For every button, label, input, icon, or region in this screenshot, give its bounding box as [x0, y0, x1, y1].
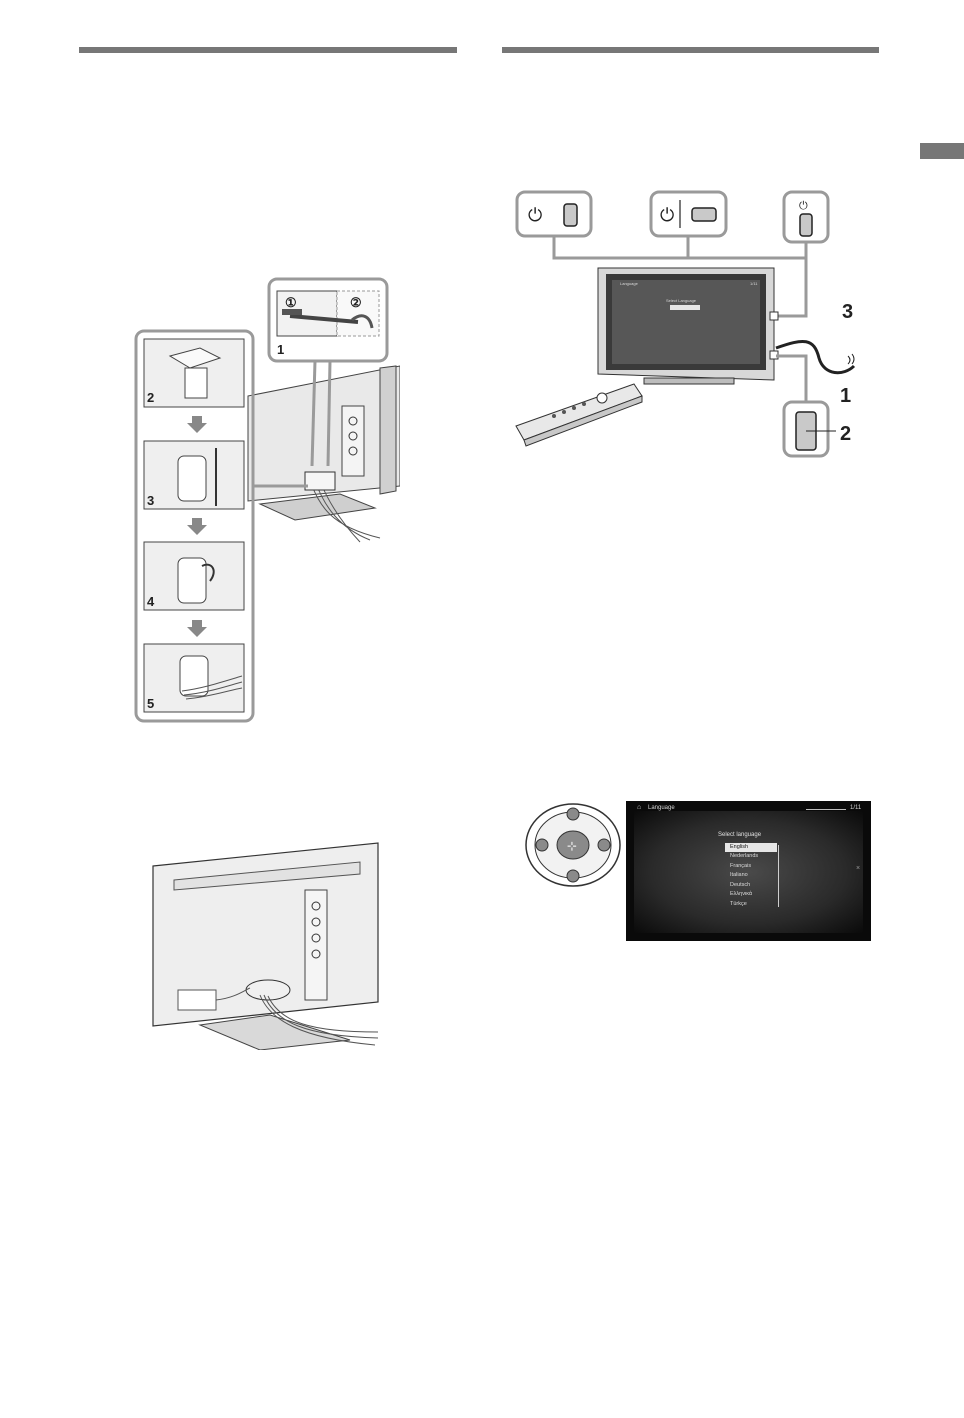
- step-1-pointer-b: [326, 360, 332, 467]
- power-icon: ⏻: [660, 205, 674, 226]
- power-switch-a: [563, 203, 578, 227]
- osd-side-mark: ×: [856, 865, 861, 872]
- step-1-pointer: [310, 360, 317, 467]
- arrow-down-icon: [187, 416, 207, 433]
- tv-front: Language 1/11 Select Language: [597, 267, 779, 385]
- left-header-rule: [79, 47, 457, 53]
- language-list-scrollbar[interactable]: [778, 845, 779, 907]
- right-header-rule: [502, 47, 879, 53]
- power-switch-c: [799, 213, 813, 237]
- step-3-label: 3: [147, 493, 154, 508]
- tv-back-partial: [247, 365, 400, 543]
- language-option[interactable]: Français: [730, 862, 752, 869]
- step-2-label: 2: [147, 390, 154, 405]
- language-option[interactable]: Nederlands: [730, 853, 759, 859]
- left-arrow-icon: [535, 838, 549, 852]
- tv-rear-illustration: [152, 842, 379, 1050]
- circled-1-label: ①: [285, 295, 297, 310]
- language-osd-screen: ⌂ Language 1/11 Select language English …: [626, 801, 871, 941]
- power-switch-b: [691, 207, 717, 222]
- circled-2-label: ②: [350, 295, 362, 310]
- cable-holder-illustration: ① ② 1 2 3 4 5: [134, 277, 400, 723]
- callout-1-label: 1: [840, 385, 851, 407]
- language-icon: ⌂: [637, 804, 642, 811]
- step-1-detail: ① ② 1: [276, 290, 380, 357]
- language-list: English Nederlands Français Italiano Deu…: [725, 843, 777, 909]
- right-arrow-icon: [597, 838, 611, 852]
- step-2-panel: 2: [143, 338, 245, 408]
- switch-connector: [552, 236, 808, 260]
- callout-2-label: 2: [840, 423, 851, 445]
- step-5-label: 5: [147, 696, 154, 711]
- osd-header: Language: [648, 805, 675, 811]
- step-1-label: 1: [277, 342, 284, 357]
- section-edge-tab: [920, 143, 964, 159]
- callout-3-line: [776, 258, 808, 318]
- osd-prompt: Select language: [718, 832, 762, 838]
- osd-header-row: ⌂ Language 1/11: [634, 804, 864, 814]
- up-arrow-icon: [566, 807, 580, 821]
- power-icon: ⏻: [799, 199, 808, 212]
- power-on-illustration: ⏻ ⏻ ⏻ Language 1/11 Select Language 3 1: [515, 190, 856, 458]
- callout-3-label: 3: [842, 301, 853, 323]
- tv-osd-page: 1/11: [750, 281, 758, 286]
- step-5-panel: 5: [143, 643, 245, 713]
- osd-page-bar: [806, 809, 846, 810]
- language-option[interactable]: Ελληνικά: [730, 891, 753, 897]
- language-option[interactable]: Türkçe: [730, 900, 747, 907]
- osd-page: 1/11: [850, 805, 862, 811]
- osd-glow: [634, 811, 863, 933]
- language-option-selected[interactable]: English: [725, 843, 777, 852]
- steps-2-5-frame: [134, 329, 255, 723]
- power-icon: ⏻: [528, 205, 542, 226]
- down-arrow-icon: [566, 869, 580, 883]
- ok-icon: ⊹: [567, 839, 577, 853]
- tv-osd-header: Language: [620, 281, 639, 286]
- tv-osd-prompt: Select Language: [666, 298, 697, 303]
- arrow-down-icon: [187, 518, 207, 535]
- mains-cable: [775, 339, 856, 375]
- language-option[interactable]: Italiano: [730, 872, 748, 878]
- step-4-panel: 4: [143, 541, 245, 611]
- main-power-frame: [782, 400, 830, 458]
- callout-2-line: [776, 354, 808, 402]
- language-option[interactable]: Deutsch: [730, 881, 751, 888]
- remote-control: [515, 383, 643, 447]
- arrow-down-icon: [187, 620, 207, 637]
- step-1-frame: [267, 277, 389, 363]
- step-3-panel: 3: [143, 440, 245, 510]
- remote-dpad: ⊹: [525, 803, 621, 887]
- step-4-label: 4: [147, 594, 155, 609]
